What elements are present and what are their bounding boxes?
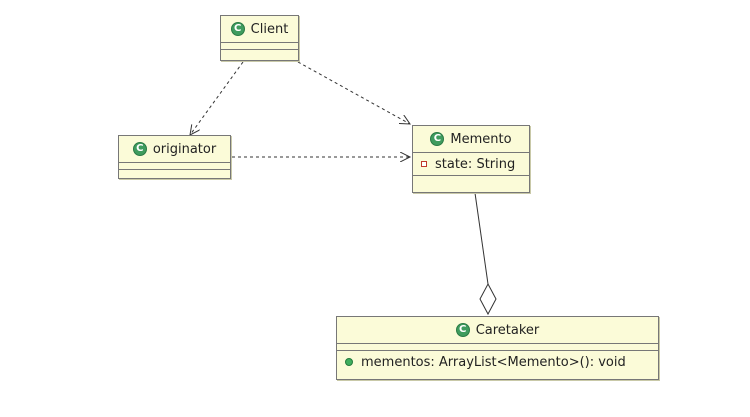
class-client-attributes [221, 42, 298, 49]
class-caretaker[interactable]: Caretaker mementos: ArrayList<Memento>()… [336, 316, 659, 380]
class-memento-name: Memento [450, 131, 512, 147]
class-client[interactable]: Client [220, 15, 299, 61]
class-icon [230, 22, 245, 36]
class-client-operations [221, 49, 298, 56]
class-caretaker-name: Caretaker [475, 322, 540, 338]
dependency-client-originator [190, 61, 244, 135]
class-originator-operations [119, 169, 230, 176]
class-caretaker-member: mementos: ArrayList<Memento>(): void [337, 350, 658, 373]
class-caretaker-member-text: mementos: ArrayList<Memento>(): void [361, 354, 626, 370]
class-memento-header: Memento [413, 126, 529, 152]
class-memento[interactable]: Memento state: String [412, 125, 530, 193]
class-originator-header: originator [119, 136, 230, 162]
class-originator-name: originator [152, 141, 217, 157]
class-caretaker-attributes [337, 343, 658, 350]
private-field-icon [421, 161, 427, 167]
class-icon [430, 132, 445, 146]
public-member-icon [345, 358, 353, 366]
aggregation-line [474, 192, 489, 285]
class-caretaker-header: Caretaker [337, 317, 658, 343]
class-client-header: Client [221, 16, 298, 42]
class-memento-attribute: state: String [413, 152, 529, 175]
class-client-name: Client [250, 21, 289, 37]
class-originator[interactable]: originator [118, 135, 231, 179]
class-memento-attribute-text: state: String [435, 156, 516, 172]
class-icon [132, 142, 147, 156]
aggregation-diamond [479, 282, 497, 316]
class-icon [455, 323, 470, 337]
dependency-client-memento [297, 61, 410, 124]
class-originator-attributes [119, 162, 230, 169]
class-memento-operations [413, 175, 529, 182]
